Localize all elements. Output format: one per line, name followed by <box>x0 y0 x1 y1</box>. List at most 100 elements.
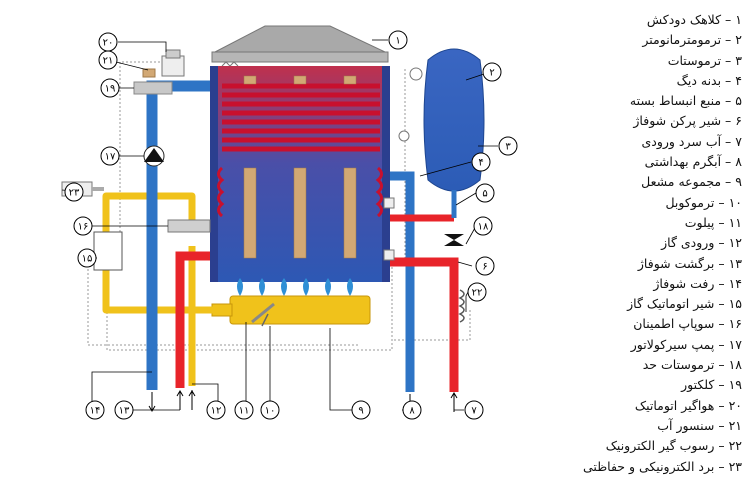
callout-label: ۱ <box>395 36 400 47</box>
air-vent <box>161 55 185 77</box>
legend-item: ۱۵ – شیر اتوماتیک گاز <box>627 296 742 312</box>
callout-label: ۴ <box>478 158 483 169</box>
callout-circle <box>498 136 518 156</box>
callout-1: ۱ <box>388 30 408 50</box>
callout-label: ۱۹ <box>105 84 116 95</box>
legend-item: ۲۱ – سنسور آب <box>657 417 742 433</box>
cold-water-pipe <box>390 257 459 392</box>
legend-item: ۱۹ – کلکتور <box>681 377 742 393</box>
collector <box>133 81 173 95</box>
burner-manifold <box>229 295 371 325</box>
callout-circle <box>77 248 97 268</box>
callout-label: ۵ <box>482 189 487 200</box>
callout-label: ۱۷ <box>105 152 116 163</box>
callout-label: ۱۱ <box>239 406 250 417</box>
callout-label: ۳ <box>505 142 511 153</box>
water-sensor <box>142 68 156 78</box>
legend-item: ۱۴ – رفت شوفاژ <box>653 275 742 291</box>
callout-label: ۶ <box>482 262 487 273</box>
hood-flue-gap <box>221 61 239 67</box>
dhw-pipe <box>390 171 415 392</box>
callout-label: ۲ <box>489 68 494 79</box>
thermostat-bulb <box>398 130 410 142</box>
legend-item: ۲۲ – رسوب گیر الکترونیک <box>605 438 742 454</box>
expansion-tank <box>423 48 485 192</box>
callout-label: ۲۰ <box>103 38 114 49</box>
callout-23: ۲۳ <box>64 182 84 202</box>
callout-circle <box>475 183 495 203</box>
callout-circle <box>85 400 105 420</box>
callout-label: ۱۶ <box>78 222 89 233</box>
callout-12: ۱۲ <box>206 400 226 420</box>
callout-circle <box>260 400 280 420</box>
callout-circle <box>464 400 484 420</box>
heat-exchanger-coil <box>222 83 380 152</box>
electronic-descaler <box>458 289 465 323</box>
burner-flames <box>237 278 353 296</box>
legend-item: ۱۲ – ورودی گاز <box>661 235 742 251</box>
legend-item: ۱ – کلاهک دودکش <box>646 12 742 27</box>
callout-label: ۲۲ <box>472 288 483 299</box>
callout-circle <box>402 400 422 420</box>
air-vent-cap <box>165 49 181 59</box>
callout-circle <box>73 216 93 236</box>
boiler-body-edge-left <box>210 66 218 282</box>
callout-circle <box>114 400 134 420</box>
callout-22: ۲۲ <box>467 282 487 302</box>
legend-item: ۱۱ – پیلوت <box>684 214 742 230</box>
callout-label: ۱۵ <box>82 254 93 265</box>
callout-circle <box>98 50 118 70</box>
legend-item: ۲ – ترمومترمانومتر <box>642 32 742 48</box>
callout-circle <box>234 400 254 420</box>
limit-thermostat <box>383 197 395 209</box>
legend-item: ۲۰ – هواگیر اتوماتیک <box>634 397 742 413</box>
callout-label: ۱۳ <box>119 406 130 417</box>
callout-circle <box>388 30 408 50</box>
callout-label: ۸ <box>409 406 415 417</box>
legend-item: ۱۶ – سوپاپ اطمینان <box>633 316 742 332</box>
callout-5: ۵ <box>475 183 495 203</box>
safety-valve <box>167 219 211 233</box>
callout-9: ۹ <box>351 400 371 420</box>
legend-item: ۳ – ترموستات <box>667 52 742 68</box>
callout-15: ۱۵ <box>77 248 97 268</box>
callout-circle <box>351 400 371 420</box>
heating-return-pipe <box>175 251 210 388</box>
callout-6: ۶ <box>475 256 495 276</box>
callout-label: ۹ <box>358 406 363 417</box>
legend-item: ۴ – بدنه دیگ <box>676 72 742 88</box>
callout-19: ۱۹ <box>100 78 120 98</box>
callout-circle <box>467 282 487 302</box>
callout-10: ۱۰ <box>260 400 280 420</box>
callout-17: ۱۷ <box>100 146 120 166</box>
callout-label: ۷ <box>471 406 477 417</box>
callout-circle <box>100 78 120 98</box>
gas-line <box>102 192 214 314</box>
callout-circle <box>64 182 84 202</box>
callout-label: ۱۰ <box>265 406 276 417</box>
callout-circle <box>473 216 493 236</box>
legend-item: ۱۳ – برگشت شوفاژ <box>637 255 742 271</box>
callout-7: ۷ <box>464 400 484 420</box>
legend-item: ۸ – آبگرم بهداشتی <box>644 154 742 170</box>
side-coil-loops <box>217 166 383 218</box>
legend-item: ۲۳ – برد الکترونیکی و حفاظتی <box>583 458 742 474</box>
callout-label: ۲۳ <box>69 188 80 199</box>
callout-21: ۲۱ <box>98 50 118 70</box>
callout-label: ۱۲ <box>211 406 222 417</box>
callout-label: ۱۴ <box>90 406 101 417</box>
fill-valve <box>444 234 464 246</box>
callout-4: ۴ <box>471 152 491 172</box>
legend: ۱ – کلاهک دودکش ۲ – ترمومترمانومتر ۳ – ترم… <box>556 10 742 477</box>
flue-tubes <box>243 75 357 259</box>
gas-valve-box <box>93 231 123 271</box>
callout-14: ۱۴ <box>85 400 105 420</box>
legend-item: ۱۰ – ترموکوبل <box>665 194 742 210</box>
callout-circle <box>206 400 226 420</box>
callout-11: ۱۱ <box>234 400 254 420</box>
limit-thermostat-lower <box>383 249 395 261</box>
gas-inlet-nozzle <box>211 303 233 317</box>
callout-13: ۱۳ <box>114 400 134 420</box>
